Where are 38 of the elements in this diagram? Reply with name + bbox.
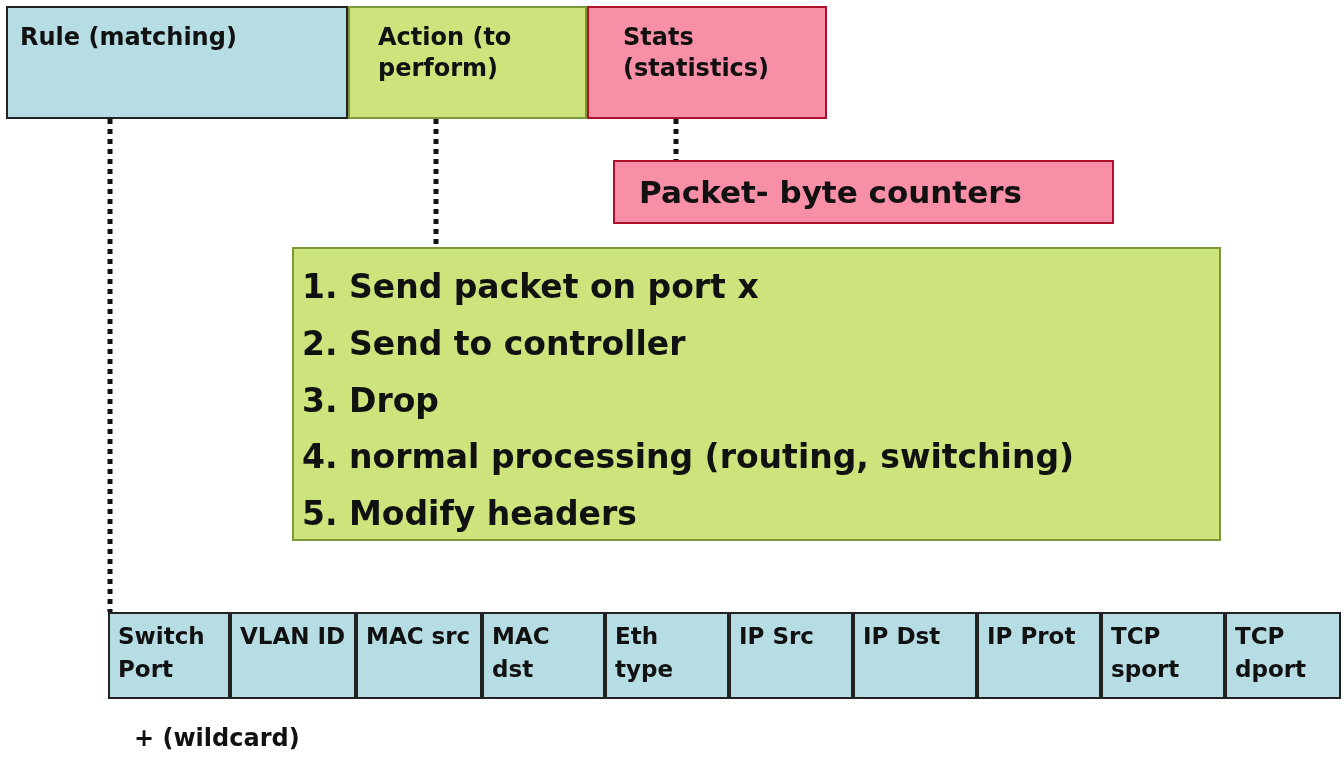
field-cell xyxy=(1101,612,1225,699)
cell-label: Switch Port xyxy=(118,622,206,685)
field-cell xyxy=(108,612,230,699)
field-cell xyxy=(1225,612,1341,699)
cell-label: VLAN ID xyxy=(240,622,346,651)
cell-label: Stats (statistics) xyxy=(623,22,771,85)
field-cell xyxy=(356,612,482,699)
cell-label: IP Prot xyxy=(987,622,1077,651)
action-list-box xyxy=(292,247,1221,541)
field-cell xyxy=(853,612,977,699)
cell-label: Rule (matching) xyxy=(20,22,238,53)
cell-label: IP Dst xyxy=(863,622,942,651)
action-item: 1. Send packet on port x xyxy=(302,266,760,308)
cell-label: MAC dst xyxy=(492,622,551,685)
cell-label: MAC src xyxy=(366,622,472,651)
cell-label: TCP sport xyxy=(1111,622,1181,685)
header-cell xyxy=(348,6,587,119)
cell-label: Packet- byte counters xyxy=(639,173,1023,212)
field-cell xyxy=(230,612,356,699)
header-cell xyxy=(6,6,348,119)
cell-label: Eth type xyxy=(615,622,675,685)
field-cell xyxy=(605,612,729,699)
field-cell xyxy=(482,612,605,699)
field-cell xyxy=(729,612,853,699)
dotted-connector xyxy=(107,119,113,612)
cell-label: Action (to perform) xyxy=(378,22,513,85)
wildcard-note: + (wildcard) xyxy=(134,724,300,752)
cell-label: IP Src xyxy=(739,622,815,651)
action-item: 5. Modify headers xyxy=(302,493,638,535)
cell-label: TCP dport xyxy=(1235,622,1308,685)
counter-box xyxy=(613,160,1114,224)
field-cell xyxy=(977,612,1101,699)
dotted-connector xyxy=(433,119,439,247)
action-item: 4. normal processing (routing, switching) xyxy=(302,436,1076,479)
header-cell xyxy=(587,6,827,119)
action-item: 3. Drop xyxy=(302,379,440,422)
action-item: 2. Send to controller xyxy=(302,322,687,365)
dotted-connector xyxy=(673,119,679,160)
